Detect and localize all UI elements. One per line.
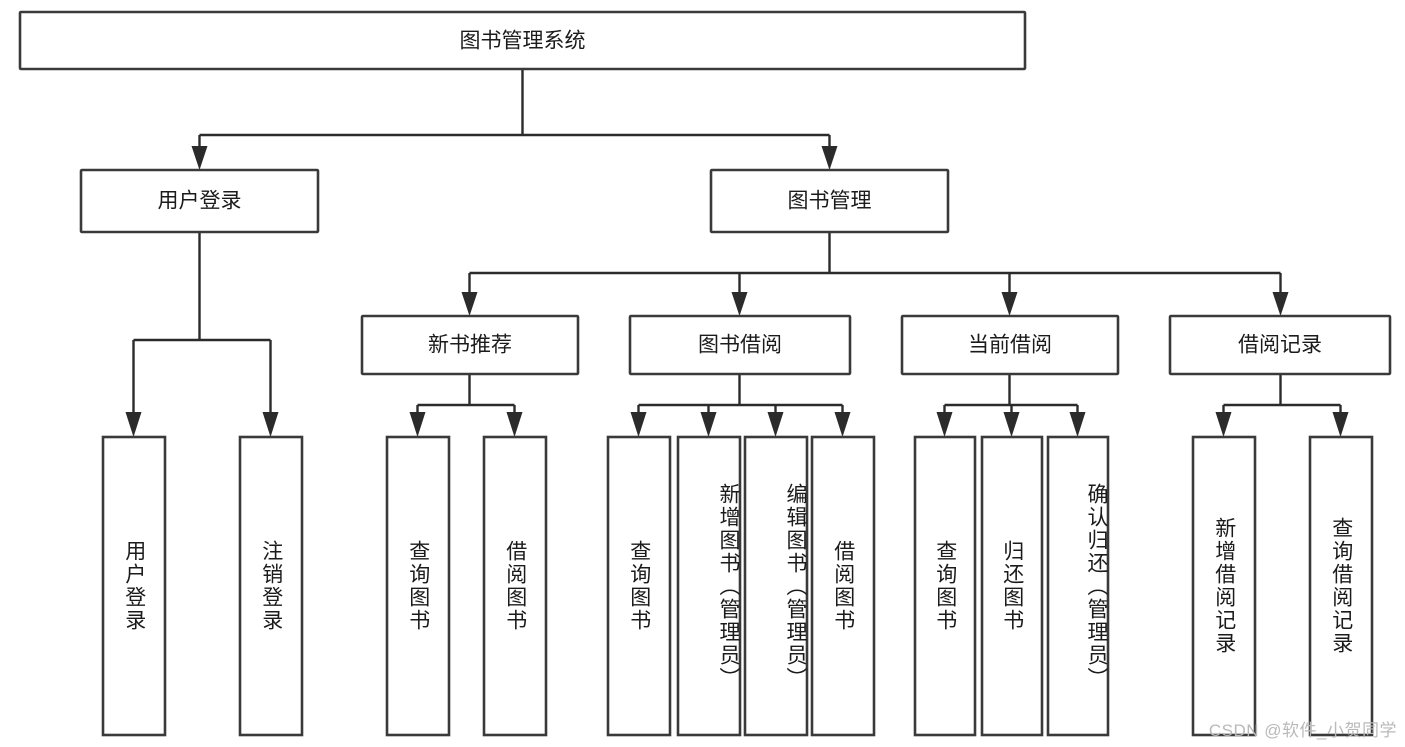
arrow-head-leaf-edit-book	[767, 412, 784, 437]
arrow-head-leaf-borrow-book-rec	[506, 412, 523, 437]
node-book-manage-label: 图书管理	[788, 190, 872, 213]
arrow-head-leaf-query-record	[1332, 412, 1349, 437]
arrow-head-leaf-borrow-book-brw	[834, 412, 851, 437]
node-borrow-record-box[interactable]	[1168, 314, 1392, 376]
node-leaf-borrow-book-rec-box[interactable]	[482, 435, 548, 737]
arrow-head-book-borrow	[731, 292, 748, 316]
node-leaf-borrow-book-brw-box[interactable]	[810, 435, 876, 737]
connector-layer	[125, 69, 1349, 437]
node-current-borrow-box[interactable]	[900, 314, 1120, 376]
node-leaf-user-login-box[interactable]	[101, 435, 167, 737]
arrow-head-current-borrow	[1001, 292, 1018, 316]
node-leaf-return-book-box[interactable]	[980, 435, 1044, 737]
arrow-head-leaf-add-book	[700, 412, 717, 437]
node-new-book-recommend-box[interactable]	[360, 314, 580, 376]
arrow-head-leaf-query-book-rec	[409, 412, 426, 437]
node-user-login-box[interactable]	[79, 168, 320, 234]
arrow-head-user-login	[191, 146, 208, 170]
node-leaf-query-book-brw-box[interactable]	[606, 435, 672, 737]
node-new-book-recommend-label: 新书推荐	[428, 334, 512, 357]
node-leaf-confirm-return-box[interactable]	[1046, 435, 1110, 737]
node-user-login[interactable]: 用户登录	[79, 168, 320, 234]
node-book-borrow-label: 图书借阅	[698, 334, 782, 357]
node-leaf-query-book-cur-box[interactable]	[913, 435, 977, 737]
arrow-head-leaf-user-logout	[262, 412, 279, 437]
node-root[interactable]: 图书管理系统	[18, 10, 1027, 71]
leaf-box-layer	[101, 435, 1374, 737]
node-leaf-add-book-box[interactable]	[676, 435, 742, 737]
node-user-login-label: 用户登录	[158, 190, 242, 213]
node-book-borrow-box[interactable]	[628, 314, 852, 376]
node-new-book-recommend[interactable]: 新书推荐	[360, 314, 580, 376]
node-borrow-record[interactable]: 借阅记录	[1168, 314, 1392, 376]
node-book-manage[interactable]: 图书管理	[709, 168, 950, 234]
node-book-borrow[interactable]: 图书借阅	[628, 314, 852, 376]
arrow-head-leaf-return-book	[1003, 412, 1020, 437]
node-root-box[interactable]	[18, 10, 1027, 71]
arrow-head-leaf-user-login	[125, 412, 142, 437]
arrow-head-leaf-query-book-brw	[630, 412, 647, 437]
arrow-head-leaf-confirm-return	[1069, 412, 1086, 437]
node-leaf-query-record-box[interactable]	[1308, 435, 1374, 737]
arrow-head-leaf-query-book-cur	[936, 412, 953, 437]
arrow-head-borrow-record	[1272, 292, 1289, 316]
arrow-head-leaf-add-record	[1215, 412, 1232, 437]
csdn-watermark: CSDN @软件_小贺同学	[1208, 721, 1397, 740]
node-leaf-query-book-rec-box[interactable]	[385, 435, 451, 737]
node-root-label: 图书管理系统	[460, 30, 586, 53]
node-leaf-edit-book-box[interactable]	[743, 435, 809, 737]
arrow-head-new-book-recommend	[461, 292, 478, 316]
node-current-borrow-label: 当前借阅	[968, 334, 1052, 357]
arrow-head-book-manage	[821, 146, 838, 170]
node-current-borrow[interactable]: 当前借阅	[900, 314, 1120, 376]
node-leaf-add-record-box[interactable]	[1191, 435, 1257, 737]
node-book-manage-box[interactable]	[709, 168, 950, 234]
node-leaf-user-logout-box[interactable]	[238, 435, 304, 737]
node-borrow-record-label: 借阅记录	[1238, 334, 1322, 357]
